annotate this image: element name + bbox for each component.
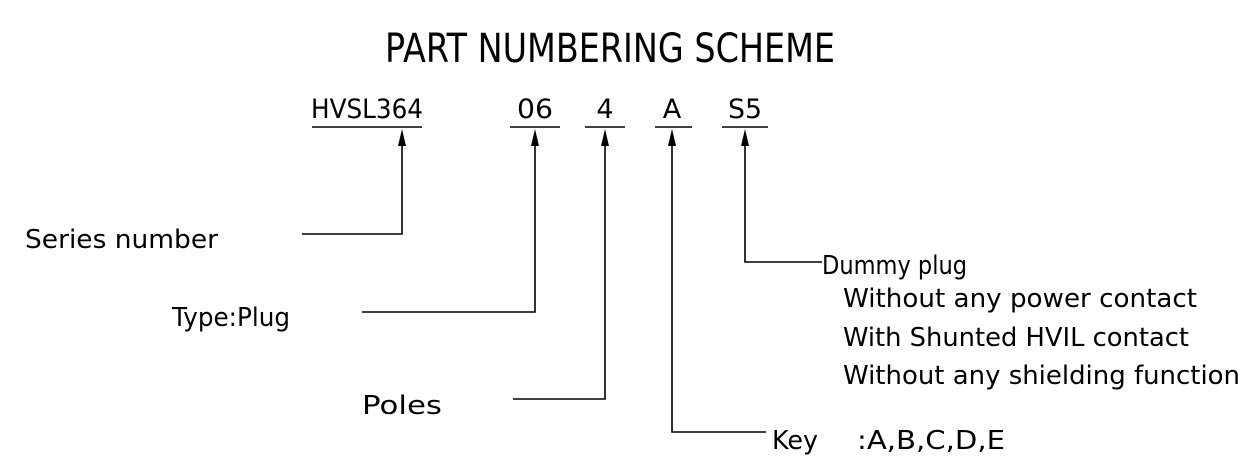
label-key: Key [772, 426, 818, 456]
code-type: 06 [517, 94, 553, 125]
leader-poles [513, 129, 609, 400]
label-type: Type:Plug [171, 303, 290, 333]
arrow-series [398, 129, 406, 146]
label-series-number: Series number [25, 225, 218, 255]
code-key: A [663, 94, 682, 125]
arrow-key [668, 129, 676, 146]
arrow-type [531, 129, 539, 146]
label-poles: Poles [362, 391, 442, 421]
arrow-poles [601, 129, 609, 146]
dummy-detail-power: Without any power contact [843, 284, 1197, 314]
label-dummy-plug: Dummy plug [822, 251, 967, 281]
leader-series [302, 129, 406, 235]
diagram-title: PART NUMBERING SCHEME [385, 26, 835, 72]
dummy-detail-shielding: Without any shielding function [843, 361, 1240, 391]
leader-key [668, 129, 766, 433]
dummy-detail-hvil: With Shunted HVIL contact [843, 323, 1189, 353]
label-key-options: :A,B,C,D,E [857, 426, 1005, 456]
arrow-dummy [741, 129, 749, 146]
code-series: HVSL364 [311, 94, 423, 125]
leader-dummy [741, 129, 822, 263]
leader-type [362, 129, 539, 313]
code-dummy: S5 [728, 94, 762, 125]
code-poles: 4 [596, 94, 613, 125]
